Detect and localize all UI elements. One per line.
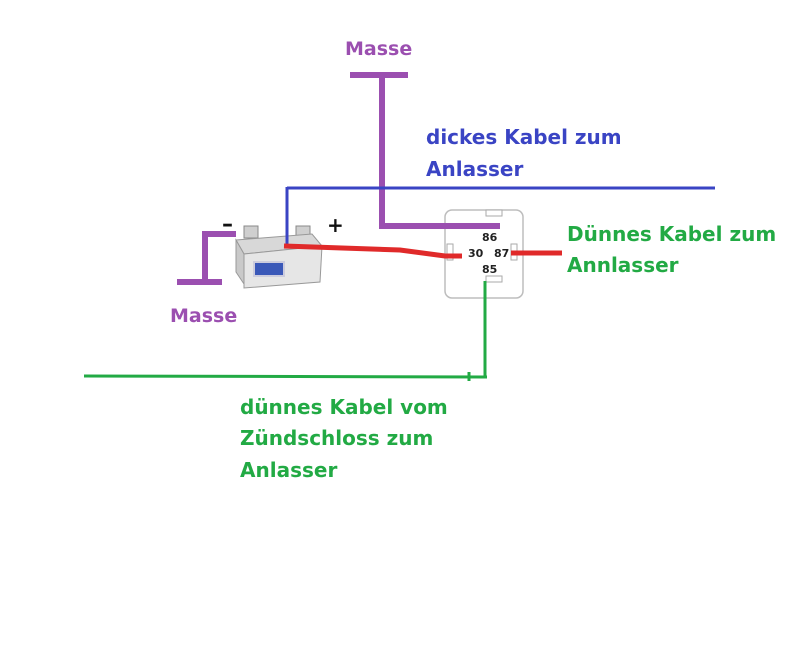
relay-pin-30-label: 30 bbox=[468, 247, 484, 260]
relay-pin-85-contact bbox=[485, 275, 503, 283]
red-wire-battery-to-30 bbox=[283, 243, 462, 259]
duennes-kabel-label-line2: Annlasser bbox=[567, 253, 679, 277]
dickes-kabel-label-line1: dickes Kabel zum bbox=[426, 125, 622, 149]
relay-pin-86-label: 86 bbox=[482, 231, 498, 244]
zuendschloss-label-line1: dünnes Kabel vom bbox=[240, 395, 448, 419]
duennes-kabel-label-line1: Dünnes Kabel zum bbox=[567, 222, 776, 246]
relay-pin-85-label: 85 bbox=[482, 263, 497, 276]
masse-left-wire bbox=[177, 231, 236, 285]
battery-minus-sign: – bbox=[222, 212, 233, 237]
zuendschloss-wire bbox=[83, 281, 488, 381]
battery-terminal-left bbox=[243, 225, 259, 239]
dickes-kabel-wire bbox=[285, 186, 715, 246]
battery-window bbox=[253, 261, 285, 277]
battery: – + bbox=[222, 212, 344, 289]
zuendschloss-label-line3: Anlasser bbox=[240, 458, 337, 482]
dickes-kabel-label-line2: Anlasser bbox=[426, 157, 523, 181]
relay-pin-30-contact bbox=[446, 243, 454, 261]
masse-top-wire bbox=[350, 72, 500, 229]
masse-left-label: Masse bbox=[170, 305, 237, 327]
masse-top-label: Masse bbox=[345, 38, 412, 60]
relay-pin-86-contact bbox=[485, 209, 503, 217]
zuendschloss-horizontal bbox=[83, 374, 488, 379]
relay-pin-87-label: 87 bbox=[494, 247, 509, 260]
zuendschloss-label-line2: Zündschloss zum bbox=[240, 426, 433, 450]
battery-plus-sign: + bbox=[327, 213, 344, 237]
